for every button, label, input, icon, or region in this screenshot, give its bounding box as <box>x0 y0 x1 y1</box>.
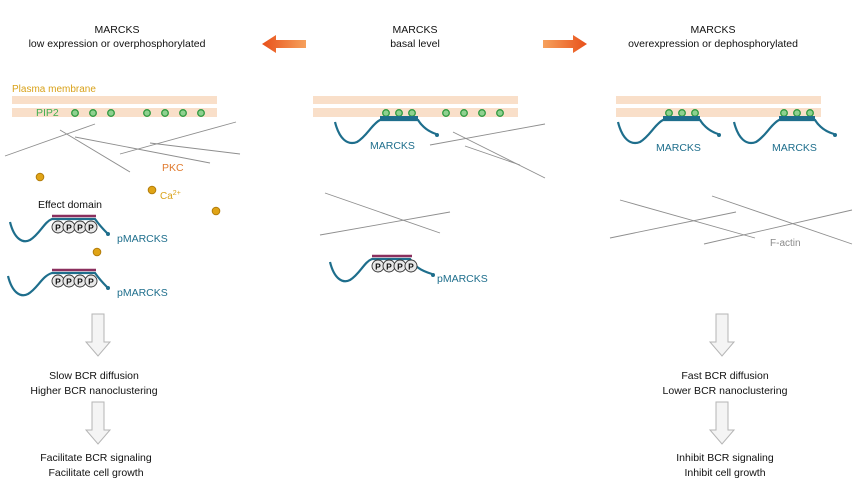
left-pmarcks-label-1: pMARCKS <box>117 233 168 245</box>
left-orange-arrow <box>262 35 306 53</box>
center-column-title: MARCKS <box>393 24 438 36</box>
center-pmarcks-label: pMARCKS <box>437 273 488 285</box>
right-column-subtitle: overexpression or dephosphorylated <box>628 38 798 50</box>
right-orange-arrow <box>543 35 587 53</box>
left-column-subtitle: low expression or overphosphorylated <box>29 38 206 50</box>
right-outcome-2: Lower BCR nanoclustering <box>663 385 788 397</box>
left-outcome-1: Slow BCR diffusion <box>49 370 139 382</box>
svg-text:P: P <box>77 223 83 233</box>
svg-text:P: P <box>66 223 72 233</box>
center-marcks <box>333 116 439 145</box>
right-f-actin-network <box>609 195 853 245</box>
right-outcome-4: Inhibit cell growth <box>684 467 765 479</box>
left-pmarcks-2: P P P P <box>6 268 110 297</box>
left-pmarcks-1: P P P P <box>8 214 110 243</box>
svg-text:P: P <box>397 262 403 272</box>
pip2-label: PIP2 <box>36 107 59 119</box>
left-pmarcks-2-phospho: P P P P <box>51 274 98 288</box>
right-outcome-3: Inhibit BCR signaling <box>676 452 774 464</box>
calcium-label: Ca2+ <box>160 190 181 202</box>
left-f-actin-network <box>4 121 241 173</box>
svg-text:P: P <box>55 277 61 287</box>
svg-text:P: P <box>66 277 72 287</box>
center-column-subtitle: basal level <box>390 38 440 50</box>
calcium-dots <box>35 172 221 257</box>
right-down-arrow-1 <box>708 313 736 357</box>
left-pmarcks-1-phospho: P P P P <box>51 220 98 234</box>
left-column-title: MARCKS <box>95 24 140 36</box>
right-down-arrow-2 <box>708 401 736 445</box>
left-pip2-dots <box>71 109 205 117</box>
effect-domain-label: Effect domain <box>38 199 102 211</box>
svg-text:P: P <box>375 262 381 272</box>
right-marcks-2 <box>732 116 837 145</box>
right-pip2-dots <box>665 109 814 117</box>
left-down-arrow-2 <box>84 401 112 445</box>
center-membrane-top <box>313 96 518 104</box>
right-column-title: MARCKS <box>691 24 736 36</box>
right-marcks-1 <box>616 116 721 145</box>
plasma-membrane-label: Plasma membrane <box>12 84 96 95</box>
center-pmarcks-phospho: P P P P <box>371 259 418 273</box>
svg-text:P: P <box>77 277 83 287</box>
center-pip2-dots <box>382 109 504 117</box>
svg-text:P: P <box>386 262 392 272</box>
left-outcome-2: Higher BCR nanoclustering <box>30 385 157 397</box>
center-pmarcks: P P P P <box>328 254 435 283</box>
svg-text:P: P <box>88 277 94 287</box>
svg-text:P: P <box>88 223 94 233</box>
right-membrane-top <box>616 96 821 104</box>
svg-text:P: P <box>55 223 61 233</box>
left-down-arrow-1 <box>84 313 112 357</box>
pkc-label: PKC <box>162 162 184 174</box>
left-membrane-top <box>12 96 217 104</box>
left-outcome-4: Facilitate cell growth <box>48 467 143 479</box>
svg-text:P: P <box>408 262 414 272</box>
center-f-actin-network <box>319 123 546 236</box>
right-marcks-label-2: MARCKS <box>772 142 817 154</box>
right-outcome-1: Fast BCR diffusion <box>681 370 769 382</box>
right-marcks-label-1: MARCKS <box>656 142 701 154</box>
center-marcks-label: MARCKS <box>370 140 415 152</box>
f-actin-label: F-actin <box>770 238 801 249</box>
left-pmarcks-label-2: pMARCKS <box>117 287 168 299</box>
left-outcome-3: Facilitate BCR signaling <box>40 452 152 464</box>
right-membrane-bottom <box>616 108 821 117</box>
